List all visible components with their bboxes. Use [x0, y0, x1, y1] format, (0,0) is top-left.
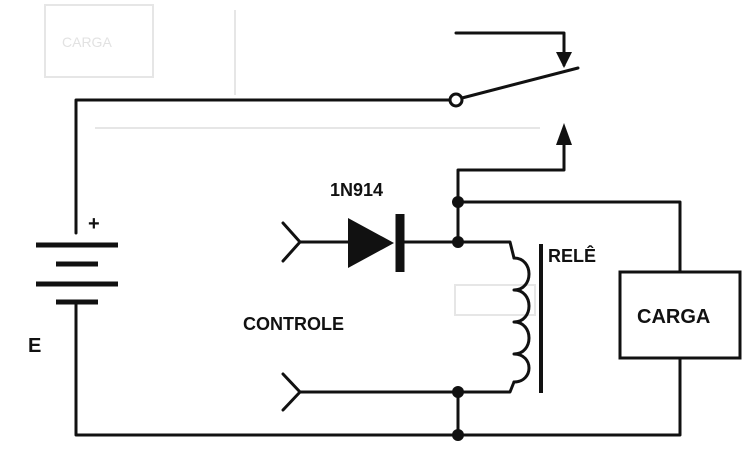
diode-label: 1N914 — [330, 180, 383, 200]
junction-dot — [452, 386, 464, 398]
switch-top-arm — [454, 31, 566, 67]
load-box — [618, 270, 742, 360]
junction-dot — [452, 429, 464, 441]
junction-dot — [452, 236, 464, 248]
switch-pivot — [448, 92, 464, 108]
battery-label: E — [28, 335, 41, 357]
wire-bottom-left — [74, 300, 460, 437]
wire-coil-bottom — [456, 380, 516, 394]
wire-coil-top — [456, 240, 516, 260]
relay-switch — [448, 31, 580, 147]
switch-blade — [460, 66, 580, 100]
relay-coil — [512, 244, 543, 393]
wire-load-top — [456, 200, 682, 274]
junction-dots — [452, 196, 464, 441]
svg-text:CARGA: CARGA — [62, 34, 112, 50]
diode-symbol — [348, 214, 405, 272]
relay-label: RELÊ — [548, 245, 596, 266]
load-label: CARGA — [637, 306, 710, 328]
control-terminal-top — [281, 221, 302, 263]
battery-plus-label: + — [88, 213, 100, 235]
control-terminal-bottom — [281, 372, 302, 412]
wire-bottom-right — [456, 356, 682, 437]
battery-symbol — [36, 242, 118, 305]
control-label: CONTROLE — [243, 314, 344, 334]
junction-dot — [452, 196, 464, 208]
switch-down-arrow — [556, 52, 572, 68]
circuit-wires — [74, 98, 682, 437]
bleed-through-ghost: CARGA — [44, 4, 540, 316]
wire-top-left — [74, 98, 453, 235]
wire-switch-feed — [456, 143, 566, 244]
